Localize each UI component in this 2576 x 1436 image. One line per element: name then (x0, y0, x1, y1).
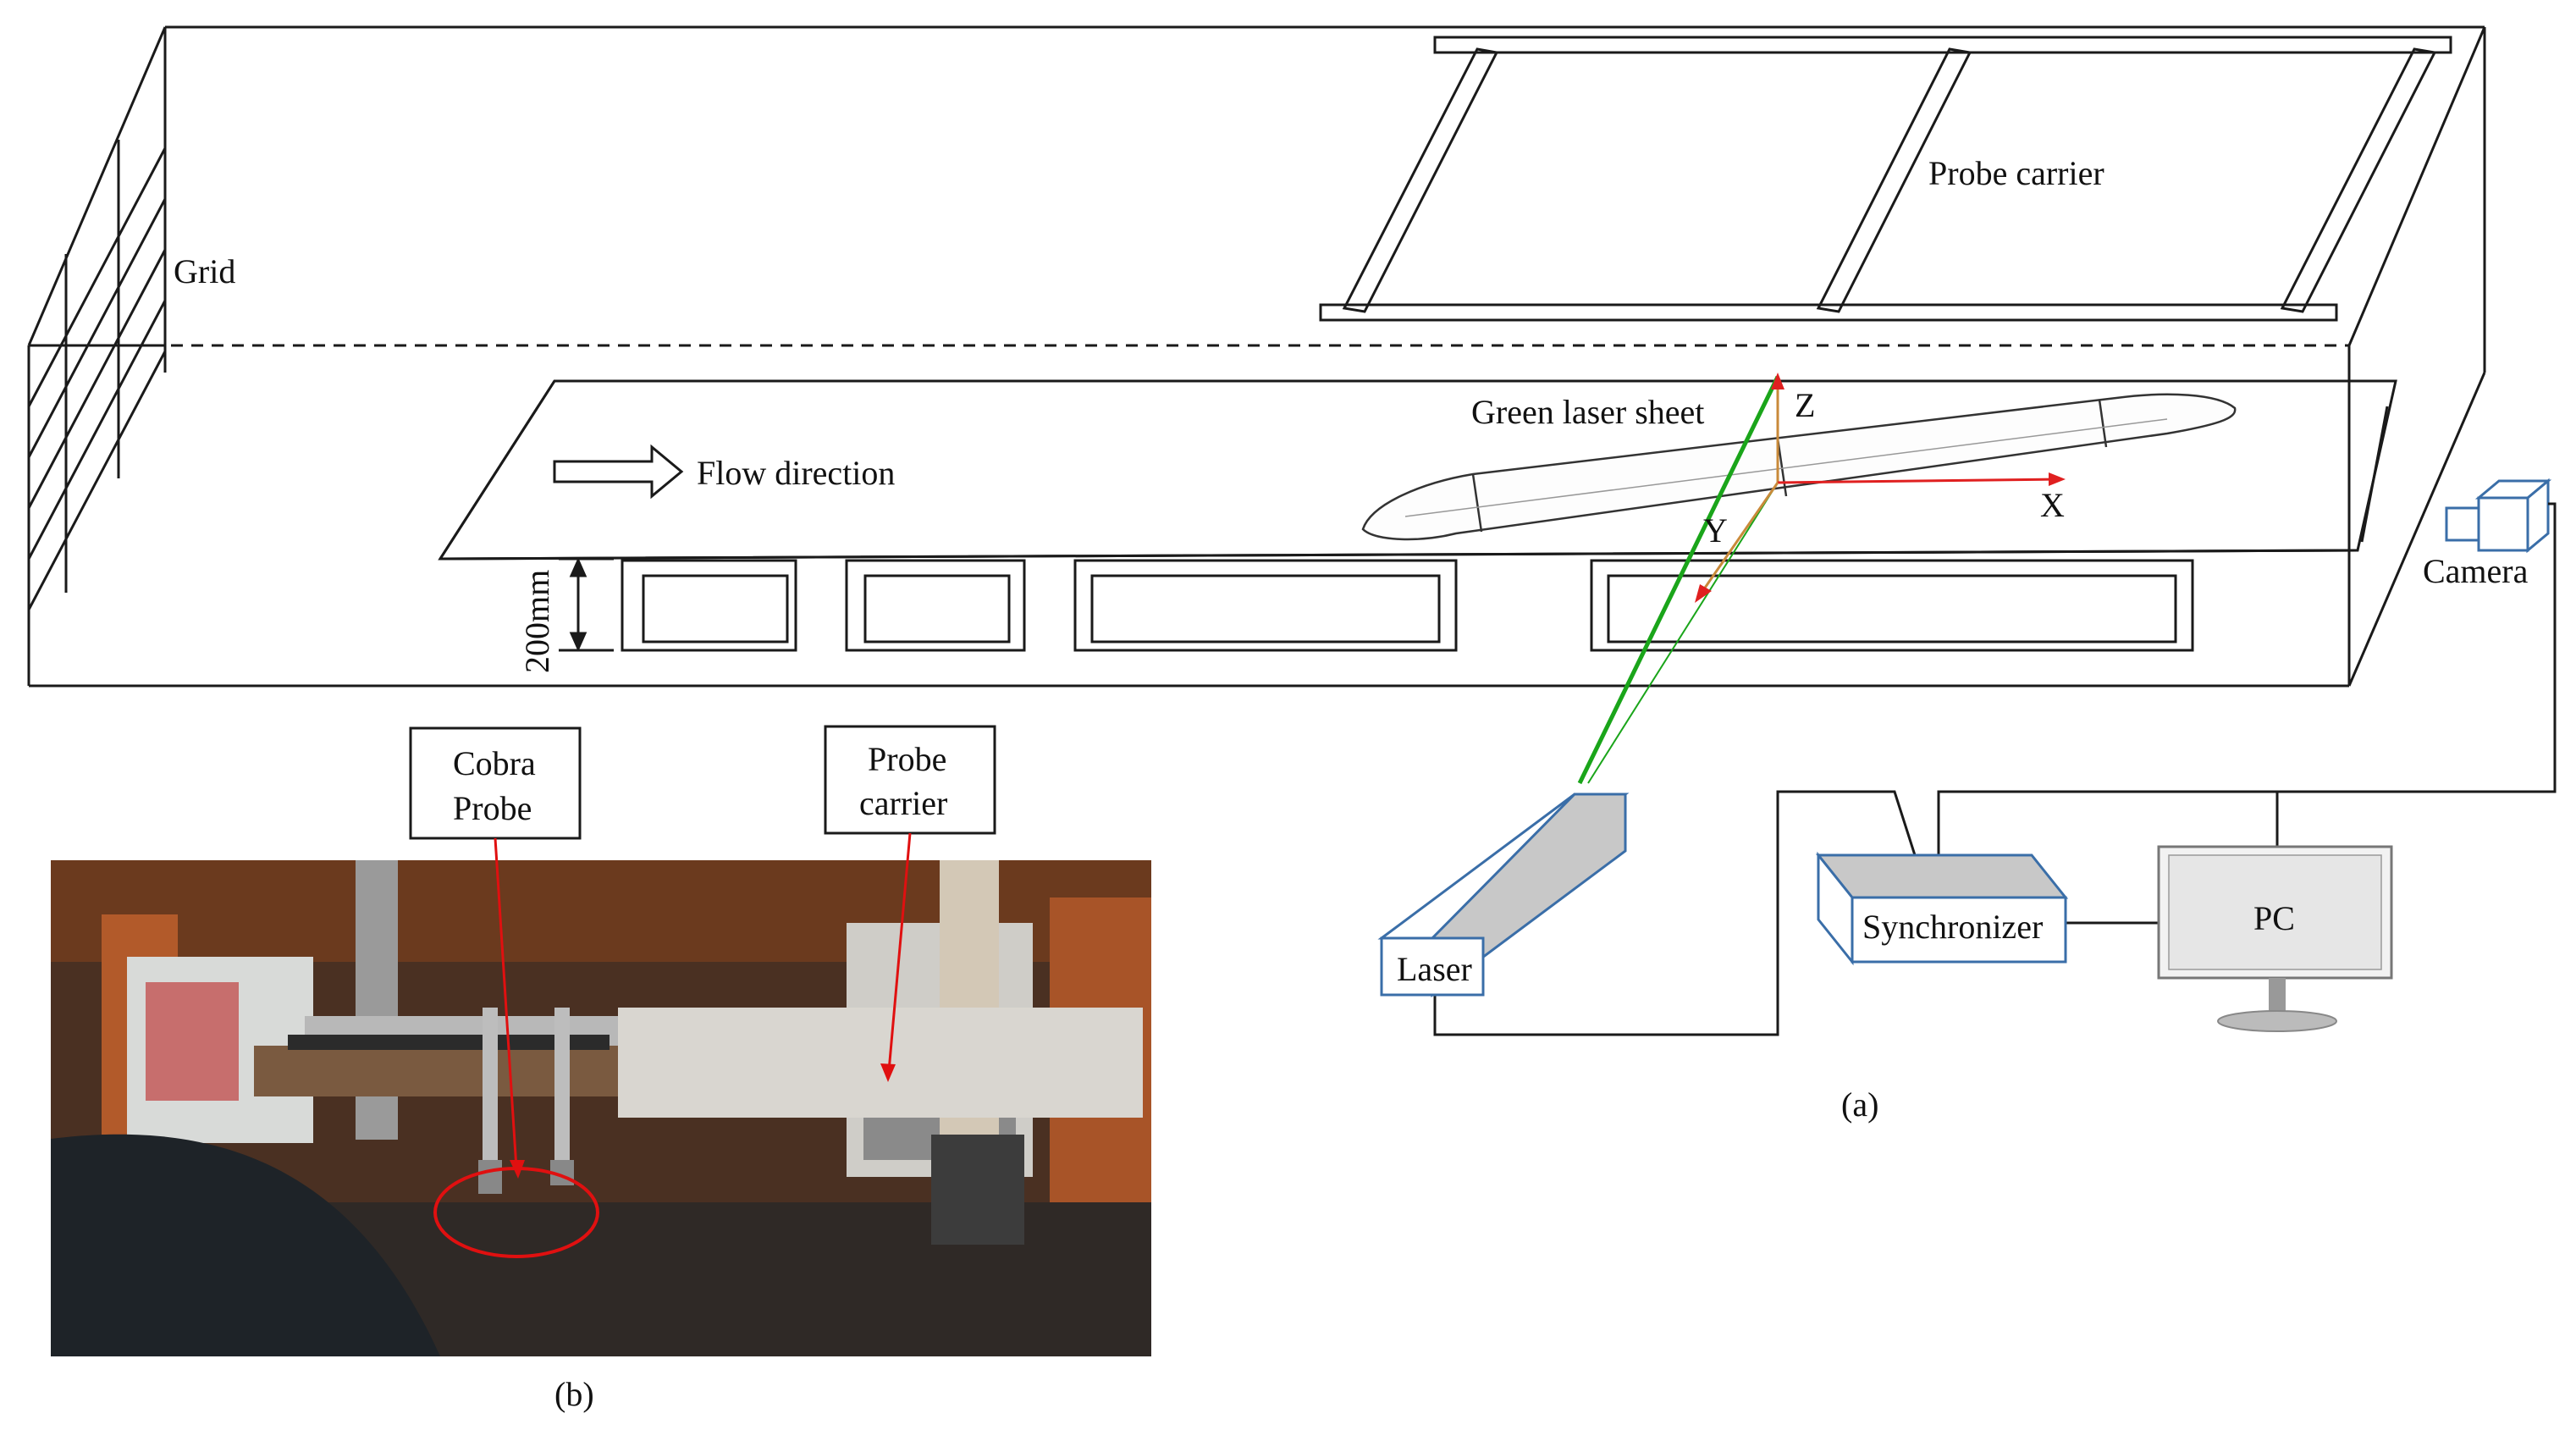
pc-label: PC (2253, 899, 2295, 937)
turbulence-grid (27, 140, 167, 610)
ground-plate (438, 379, 2397, 561)
probe-carrier-callout (824, 725, 996, 1082)
plate-supports (621, 559, 2194, 652)
probe-carrier-label-line1: Probe (868, 740, 946, 778)
laser-label: Laser (1397, 950, 1472, 988)
camera-icon (2445, 478, 2552, 554)
flow-direction-label: Flow direction (697, 454, 895, 492)
synchronizer-label: Synchronizer (1862, 908, 2043, 946)
height-dimension-label: 200mm (518, 570, 556, 673)
caption-b: (b) (554, 1375, 594, 1413)
caption-a: (a) (1841, 1085, 1878, 1124)
synchronizer-unit (1815, 851, 2069, 966)
wind-tunnel-box (27, 25, 2486, 688)
probe-carrier-top-label: Probe carrier (1928, 154, 2104, 192)
cobra-probe-label-line1: Cobra (453, 744, 536, 782)
axis-x-label: X (2040, 486, 2065, 524)
probe-carrier-label-line2: carrier (859, 784, 947, 822)
camera-label: Camera (2423, 552, 2529, 590)
flow-arrow-icon (553, 444, 684, 500)
coordinate-axes (1695, 373, 2066, 603)
cobra-probe-callout (409, 726, 582, 1179)
train-model (1361, 393, 2237, 541)
axis-y-label: Y (1703, 511, 1728, 550)
laser-beams (1577, 375, 1780, 785)
monitor-icon (2157, 845, 2393, 1032)
height-dimension (559, 557, 614, 652)
cobra-probe-label-line2: Probe (453, 789, 532, 827)
signal-wires (1433, 502, 2557, 1036)
axis-z-label: Z (1795, 386, 1815, 424)
probe-carrier-frame (1319, 36, 2452, 322)
grid-label: Grid (174, 252, 235, 290)
photo-panel (51, 860, 1151, 1356)
laser-unit (1377, 793, 1630, 997)
green-laser-sheet-label: Green laser sheet (1471, 393, 1704, 431)
